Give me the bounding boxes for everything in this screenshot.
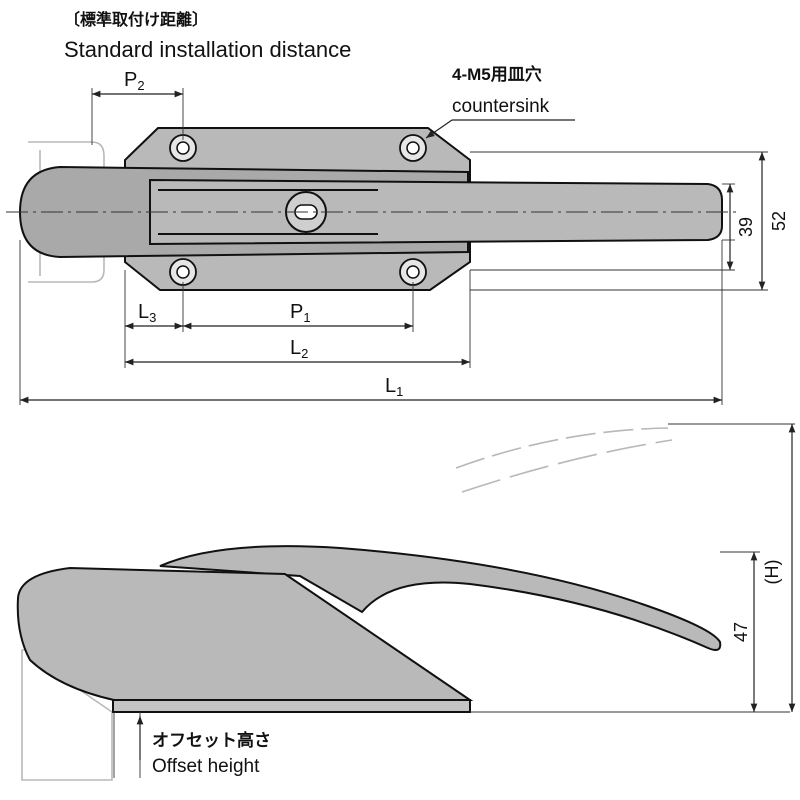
latch-body-wedge xyxy=(16,566,474,701)
title-en: Standard installation distance xyxy=(64,37,351,62)
label-p2: P2 xyxy=(124,69,145,93)
label-52: 52 xyxy=(769,211,789,231)
label-47: 47 xyxy=(731,622,751,642)
top-view: P2 L3 P1 L2 L1 39 52 4-M5用皿穴 countersink xyxy=(6,64,789,405)
offset-label-en: Offset height xyxy=(152,756,260,777)
callout-jp: 4-M5用皿穴 xyxy=(452,64,542,84)
countersink-leader-arrow xyxy=(425,119,453,139)
ghost-handle-arc-2 xyxy=(461,439,673,493)
ghost-handle-arc-1 xyxy=(455,427,669,469)
label-l1: L1 xyxy=(385,375,403,399)
countersink-hole-top-left xyxy=(169,134,197,162)
label-p1: P1 xyxy=(290,301,311,325)
side-base-plate xyxy=(112,699,471,713)
countersink-hole-bottom-left xyxy=(169,258,197,286)
callout-en: countersink xyxy=(452,96,550,117)
handle-lever xyxy=(159,545,722,651)
handle-rod-inner-lines xyxy=(158,189,378,235)
countersink-hole-top-right xyxy=(399,134,427,162)
label-39: 39 xyxy=(736,217,756,237)
label-h: (H) xyxy=(762,560,782,585)
offset-label-jp: オフセット高さ xyxy=(152,730,271,750)
label-l2: L2 xyxy=(290,337,308,361)
title-jp: 〔標準取付け距離〕 xyxy=(64,10,208,29)
countersink-hole-bottom-right xyxy=(399,258,427,286)
label-l3: L3 xyxy=(138,301,156,325)
side-view: (H) 47 オフセット高さ Offset height xyxy=(16,423,796,781)
